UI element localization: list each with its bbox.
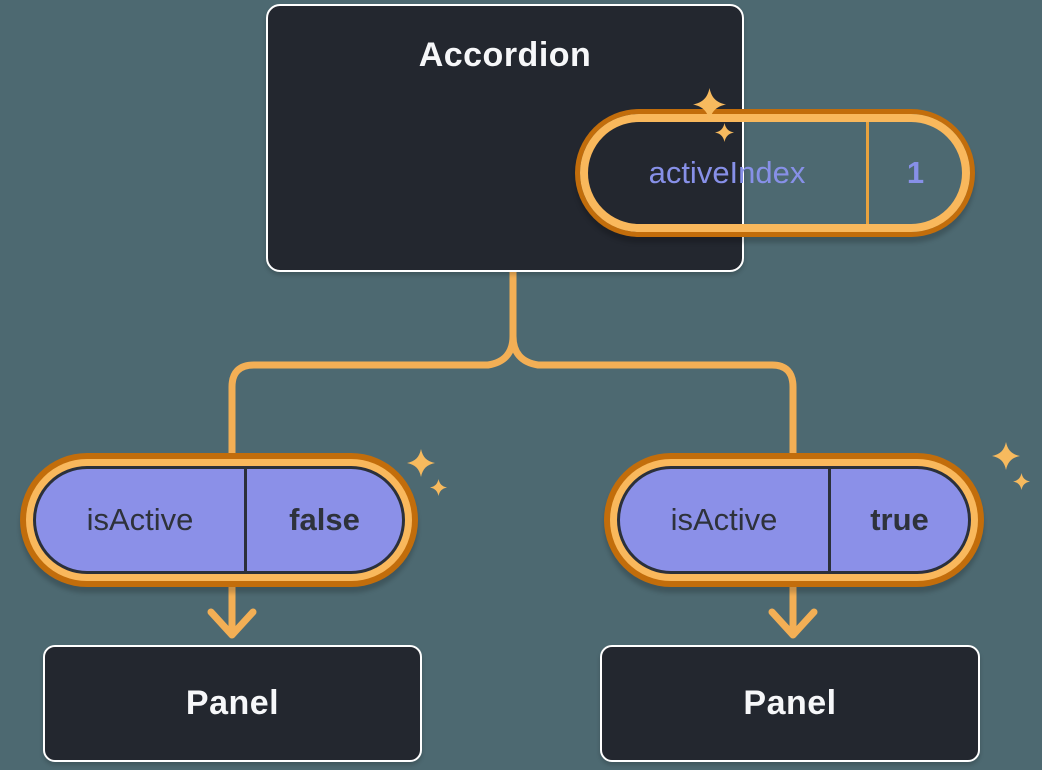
wire-left-branch — [228, 268, 517, 461]
prop-name: isActive — [86, 502, 194, 537]
panel-component-box: Panel — [600, 645, 980, 762]
sparkle-icon — [1013, 473, 1030, 490]
sparkle-icon — [430, 479, 447, 496]
prop-pill-isactive-true: isActive true — [617, 466, 971, 574]
panel-title: Panel — [743, 684, 837, 722]
sparkle-icon — [693, 88, 726, 121]
panel-component-box: Panel — [43, 645, 422, 762]
accordion-component-box: Accordion activeIndex 1 — [266, 4, 970, 272]
pill-divider — [244, 469, 247, 571]
state-value: 1 — [906, 155, 925, 190]
accordion-title: Accordion — [418, 36, 592, 74]
sparkle-icon — [715, 123, 734, 142]
sparkle-icon — [407, 449, 435, 477]
state-name: activeIndex — [648, 155, 806, 190]
pill-divider — [828, 469, 831, 571]
arrow-down-icon — [207, 608, 257, 639]
wire-right-branch — [509, 268, 797, 461]
pill-divider — [866, 122, 869, 224]
prop-value: true — [870, 502, 929, 537]
state-pill-activeindex: activeIndex 1 — [580, 114, 970, 232]
prop-value: false — [289, 502, 360, 537]
prop-name: isActive — [670, 502, 778, 537]
sparkle-icon — [992, 442, 1020, 470]
prop-pill-isactive-false: isActive false — [33, 466, 405, 574]
panel-title: Panel — [185, 684, 280, 722]
arrow-down-icon — [768, 608, 818, 639]
